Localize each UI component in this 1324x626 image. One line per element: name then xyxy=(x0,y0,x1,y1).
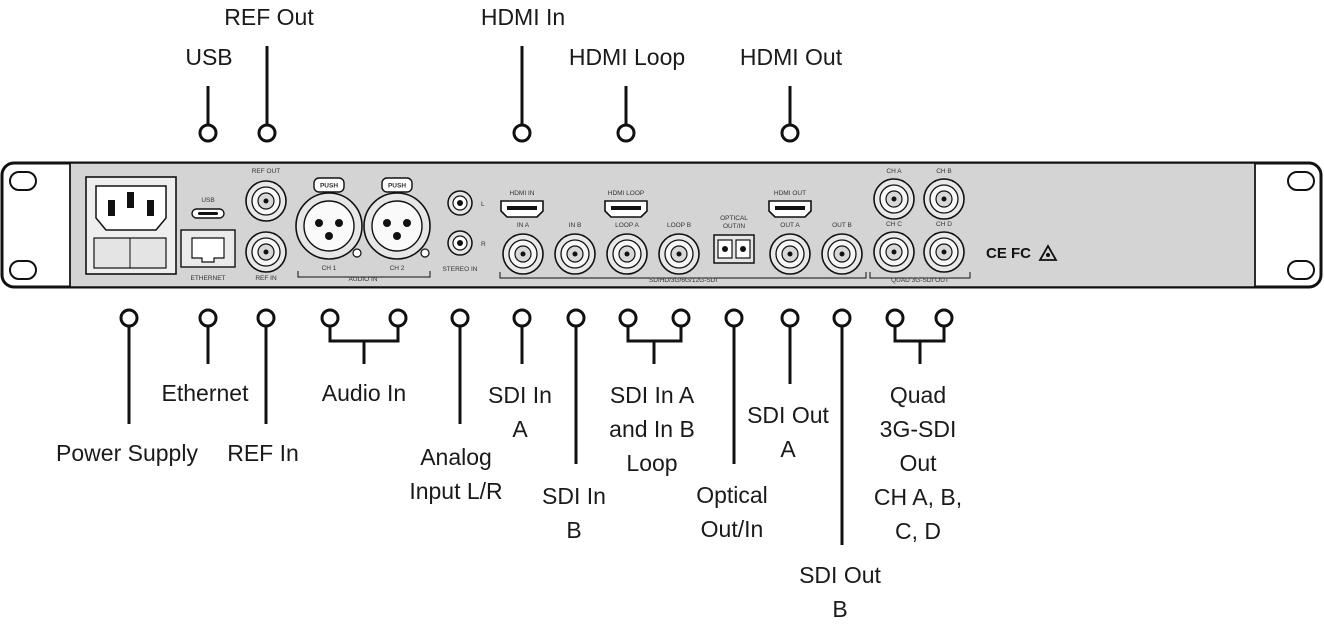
bnc-sdi-in-a xyxy=(502,233,544,275)
power-inlet xyxy=(85,176,177,275)
panel-label-optical-1: OPTICAL xyxy=(720,215,748,222)
callout-analog-input-line1: Analog xyxy=(420,444,492,470)
xlr-ch2: PUSH xyxy=(363,177,431,260)
hdmi-in-port xyxy=(500,200,544,218)
callout-optical-line1: Optical xyxy=(696,482,768,508)
ethernet-port: ETHERNET xyxy=(180,229,236,282)
push-label-ch2: PUSH xyxy=(388,183,406,190)
bnc-ref-in xyxy=(245,231,287,273)
callout-quad-line2: 3G-SDI xyxy=(880,416,957,442)
rack-ear-hole xyxy=(9,171,37,191)
callout-hdmi-loop: HDMI Loop xyxy=(569,44,685,70)
bnc-sdi-out-a xyxy=(769,233,811,275)
callout-sdi-in-b-line2: B xyxy=(566,517,581,543)
panel-label-left: L xyxy=(481,201,485,208)
callout-ref-in: REF In xyxy=(227,440,299,466)
callout-power-supply: Power Supply xyxy=(56,440,198,466)
panel-label-ch-a: CH A xyxy=(886,168,902,175)
panel-label-ethernet: ETHERNET xyxy=(190,275,225,282)
bnc-quad-ch-b xyxy=(923,178,965,220)
callout-sdi-out-a-line1: SDI Out xyxy=(747,402,829,428)
callout-quad-line5: C, D xyxy=(895,518,941,544)
panel-label-loop-a: LOOP A xyxy=(615,222,639,229)
callout-hdmi-out: HDMI Out xyxy=(740,44,843,70)
panel-label-ch-d: CH D xyxy=(936,221,952,228)
rca-right xyxy=(447,230,473,256)
panel-label-usb: USB xyxy=(201,197,214,204)
callout-audio-in: Audio In xyxy=(322,380,406,406)
panel-label-stereo-in: STEREO IN xyxy=(442,266,477,273)
rack-chassis xyxy=(0,161,1323,289)
push-label-ch1: PUSH xyxy=(320,183,338,190)
panel-label-right: R xyxy=(481,241,486,248)
callout-hdmi-in: HDMI In xyxy=(481,4,565,30)
rack-ear-hole xyxy=(1287,171,1315,191)
panel-label-optical-2: OUT/IN xyxy=(723,223,745,230)
panel-label-hdmi-loop: HDMI LOOP xyxy=(608,190,644,197)
hdmi-out-port xyxy=(768,200,812,218)
rca-left xyxy=(447,190,473,216)
bnc-quad-ch-a xyxy=(873,178,915,220)
panel-label-in-b: IN B xyxy=(569,222,582,229)
panel-label-hdmi-out: HDMI OUT xyxy=(774,190,806,197)
bnc-ref-out xyxy=(245,180,287,222)
panel-label-quad-out: QUAD 3G-SDI OUT xyxy=(891,277,949,284)
callout-sdi-out-b-line1: SDI Out xyxy=(799,562,881,588)
cert-triangle-icon xyxy=(1038,244,1058,261)
bnc-sdi-loop-b xyxy=(658,233,700,275)
bottom-leaders xyxy=(119,308,954,545)
callout-quad-line1: Quad xyxy=(890,382,946,408)
panel-label-ch-c: CH C xyxy=(886,221,902,228)
hdmi-loop-port xyxy=(604,200,648,218)
bnc-quad-ch-c xyxy=(873,231,915,273)
callout-quad-line4: CH A, B, xyxy=(874,484,962,510)
usb-port: USB xyxy=(191,197,225,219)
optical-sfp-port xyxy=(713,234,755,264)
panel-label-sdi-formats: SD/HD/3G/6G/12G-SDI xyxy=(649,277,717,284)
panel-label-audio-in: AUDIO IN xyxy=(349,276,378,283)
panel-label-ref-in: REF IN xyxy=(255,275,277,282)
callout-analog-input-line2: Input L/R xyxy=(409,478,502,504)
panel-label-loop-b: LOOP B xyxy=(667,222,691,229)
callout-sdi-out-b-line2: B xyxy=(832,596,847,622)
bnc-sdi-in-b xyxy=(554,233,596,275)
bnc-sdi-out-b xyxy=(821,233,863,275)
callout-ethernet: Ethernet xyxy=(162,380,250,406)
callout-sdi-in-a-line2: A xyxy=(512,416,528,442)
callout-sdi-in-b-line1: SDI In xyxy=(542,483,606,509)
callout-optical-line2: Out/In xyxy=(701,516,764,542)
panel-label-ch-b: CH B xyxy=(936,168,952,175)
rack-ear-hole xyxy=(9,260,37,280)
bnc-sdi-loop-a xyxy=(606,233,648,275)
callout-sdi-loop-line1: SDI In A xyxy=(610,382,695,408)
panel-label-ch1: CH 1 xyxy=(322,265,337,272)
callout-quad-line3: Out xyxy=(899,450,937,476)
callout-usb: USB xyxy=(185,44,232,70)
panel-label-ch2: CH 2 xyxy=(390,265,405,272)
panel-label-out-b: OUT B xyxy=(832,222,852,229)
xlr-ch1: PUSH xyxy=(295,177,363,260)
callout-sdi-out-a-line2: A xyxy=(780,436,796,462)
callout-ref-out: REF Out xyxy=(224,4,314,30)
bnc-quad-ch-d xyxy=(923,231,965,273)
callout-sdi-in-a-line1: SDI In xyxy=(488,382,552,408)
callout-sdi-loop-line2: and In B xyxy=(609,416,695,442)
certification-marks: CE FC xyxy=(986,245,1031,262)
callout-sdi-loop-line3: Loop xyxy=(626,450,677,476)
rack-ear-hole xyxy=(1287,260,1315,280)
panel-label-out-a: OUT A xyxy=(780,222,800,229)
top-leaders xyxy=(198,46,800,143)
panel-label-ref-out: REF OUT xyxy=(252,168,281,175)
panel-label-hdmi-in: HDMI IN xyxy=(510,190,535,197)
panel-label-in-a: IN A xyxy=(517,222,530,229)
